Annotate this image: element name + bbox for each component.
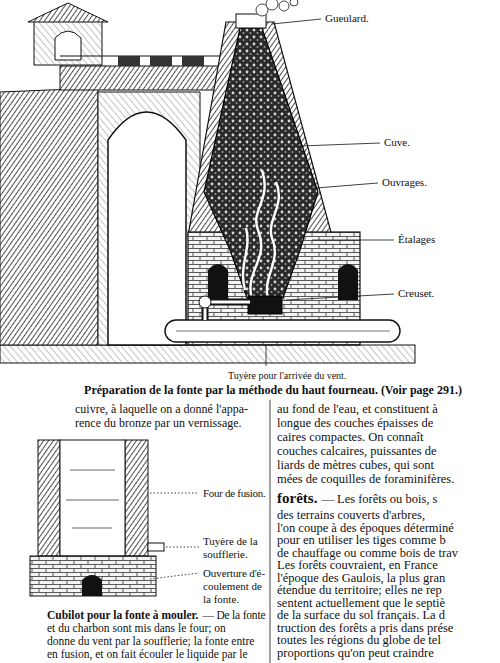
- blast-pipe: [165, 296, 400, 342]
- entry-heading: forêts.: [277, 490, 317, 507]
- leader-line: [166, 547, 199, 548]
- body-line: mées de coquilles de foraminifères.: [277, 473, 454, 487]
- furnace-cuve: [204, 28, 318, 298]
- body-line: — Les forêts ou bois, s: [321, 493, 437, 507]
- gueulard-smoke: [266, 0, 278, 10]
- entry-heading: Cubilot pour la fonte à mouler.: [47, 609, 198, 622]
- figure-caption: Préparation de la fonte par la méthode d…: [84, 384, 462, 397]
- body-line: au fond de l'eau, et constituent à: [277, 403, 438, 417]
- body-line: en fusion, et on fait écouler le liquide…: [47, 648, 248, 661]
- blast-pipe: [176, 331, 390, 332]
- part-label: Ouvrages.: [382, 176, 427, 188]
- part-label: Gueulard.: [325, 12, 369, 24]
- blast-pipe: [165, 320, 400, 342]
- cupola: [30, 440, 164, 596]
- furnace-cuve: [204, 28, 318, 314]
- leader-line: [150, 493, 199, 579]
- furnace-shell: [338, 264, 358, 300]
- leader-line: [272, 19, 321, 24]
- body-line: donne du vent par la soufflerie; la font…: [47, 635, 254, 648]
- gueulard-smoke: [279, 1, 289, 11]
- cupola: [82, 575, 102, 596]
- masonry-wall: [108, 112, 186, 345]
- body-line: proportions qu'on peut craindre: [277, 647, 434, 661]
- body-line: longue des couches épaisses de: [277, 417, 433, 431]
- furnace-shell: [208, 264, 228, 300]
- ground: [0, 345, 415, 363]
- bridge: [150, 56, 172, 66]
- part-label: Cuve.: [384, 136, 410, 148]
- body-line: caires compactes. On connaît: [277, 431, 423, 445]
- masonry-wall: [0, 88, 98, 345]
- cupola: [38, 440, 60, 556]
- house: [28, 3, 108, 22]
- part-label: Étalages: [398, 233, 435, 245]
- leader-line: [312, 240, 394, 241]
- body-line: couches calcaires, puissantes de: [277, 445, 437, 459]
- leader-line: [150, 573, 199, 579]
- body-line: rence du bronze par un vernissage.: [75, 417, 242, 430]
- body-line: et du charbon sont mis dans le four; on: [47, 622, 226, 635]
- gueulard-smoke: [290, 0, 298, 6]
- body-line: cuivre, à laquelle on a donné l'appa-: [75, 403, 248, 416]
- blast-pipe: [199, 296, 211, 308]
- bridge: [182, 56, 204, 66]
- part-label: Creuset.: [398, 287, 434, 299]
- masonry-wall: [98, 92, 200, 345]
- leader-line: [300, 143, 380, 146]
- cupola: [60, 440, 125, 556]
- column-rule: [270, 400, 271, 663]
- part-label: Tuyère pour l'arrivée du vent.: [228, 370, 346, 381]
- part-label: Ouverture d'é-: [203, 567, 265, 579]
- bridge: [118, 56, 140, 66]
- leader-line: [266, 345, 267, 366]
- part-label: coulement de: [203, 580, 262, 592]
- furnace-cuve: [243, 170, 279, 300]
- house: [34, 20, 102, 65]
- leader-line: [316, 183, 378, 188]
- leader-line: [266, 19, 394, 366]
- gueulard-smoke: [236, 0, 298, 28]
- blast-pipe: [205, 302, 250, 320]
- furnace-cuve: [248, 296, 282, 314]
- ground: [0, 345, 415, 363]
- cupola: [30, 556, 156, 596]
- furnace-shell: [188, 22, 360, 345]
- cupola: [66, 470, 119, 528]
- part-label: Four de fusion.: [203, 487, 265, 499]
- part-label: Tuyère de la: [203, 535, 258, 547]
- body-line: — De la fonte: [202, 609, 265, 622]
- cupola: [125, 440, 148, 556]
- leader-line: [286, 294, 394, 300]
- column-rule: [270, 400, 271, 663]
- blast-pipe: [205, 302, 250, 320]
- leader-line: [150, 493, 199, 494]
- part-label: la fonte.: [203, 593, 239, 605]
- masonry-wall: [0, 88, 200, 345]
- part-label: soufflerie.: [203, 548, 248, 560]
- cupola: [148, 543, 164, 551]
- body-line: liards de mètres cubes, qui sont: [277, 459, 434, 473]
